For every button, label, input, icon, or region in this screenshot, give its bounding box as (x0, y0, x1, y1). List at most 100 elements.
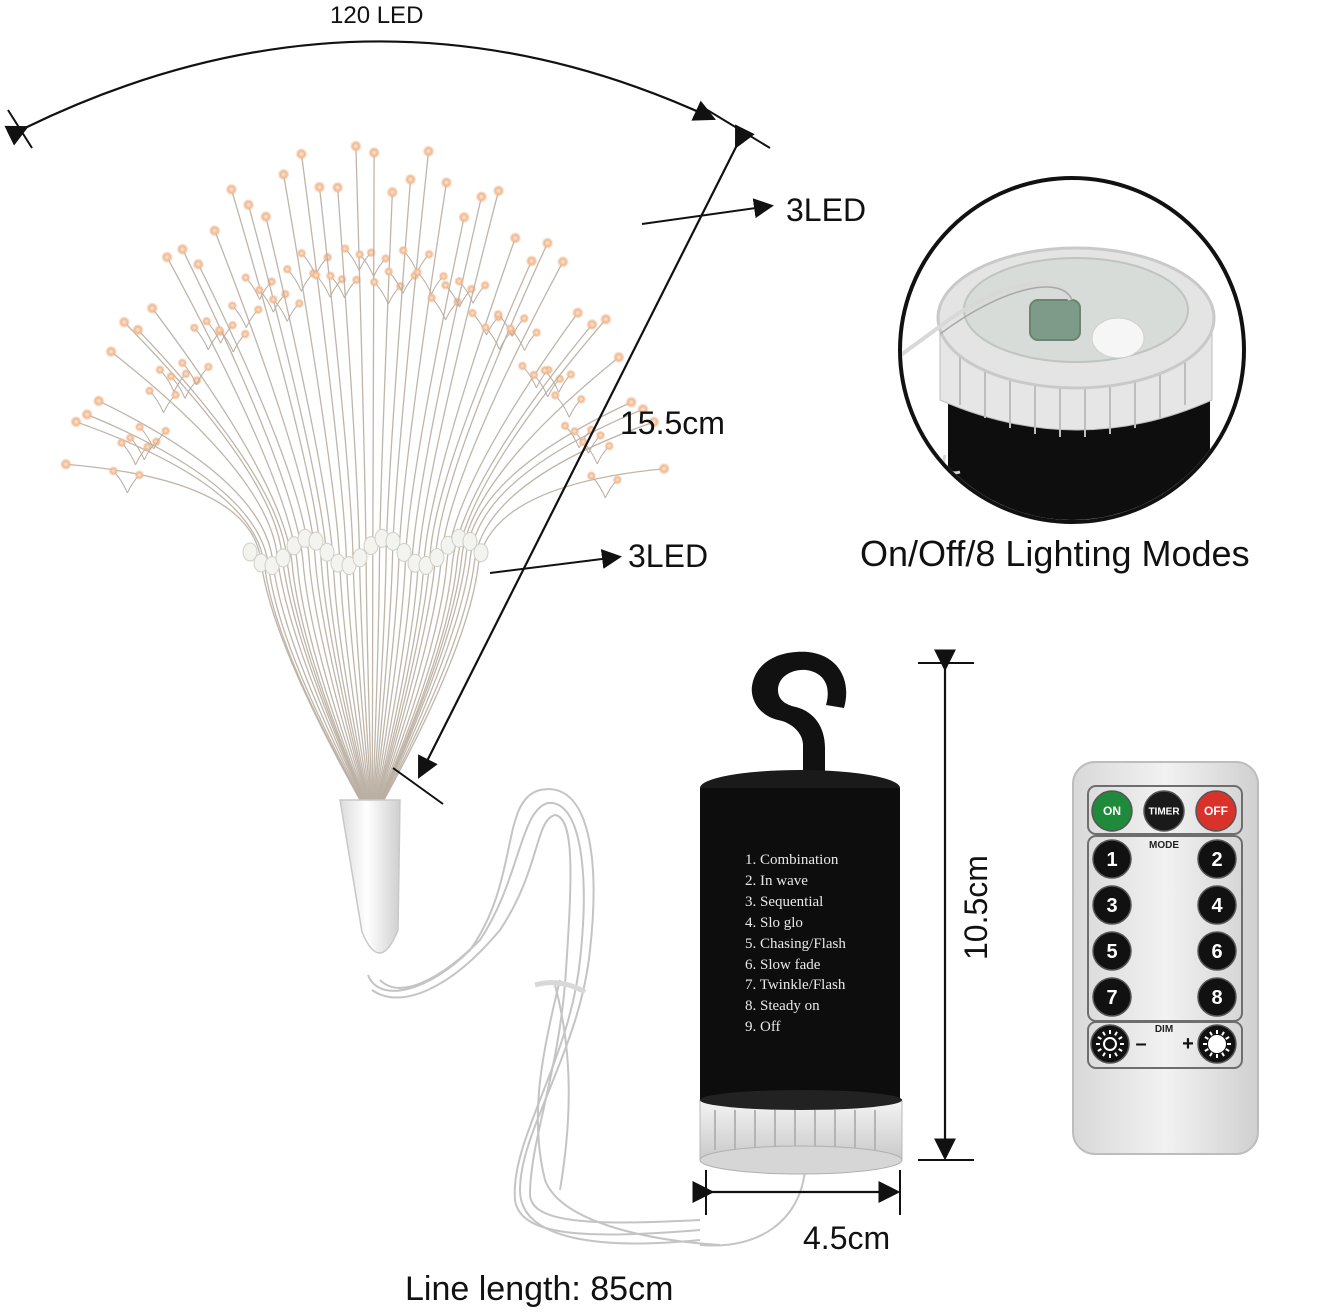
wire-strand (375, 190, 500, 801)
led-bulb (531, 327, 542, 338)
led-bulb (311, 270, 322, 281)
dim-plus-label: + (1182, 1033, 1194, 1055)
on-button-label: ON (1103, 804, 1121, 818)
led-count-label: 120 LED (330, 2, 424, 29)
led-bulb (192, 258, 205, 271)
led-bulb (313, 181, 326, 194)
led-bulb (560, 420, 571, 431)
mode-2-button[interactable] (1197, 839, 1237, 879)
led-bulb (208, 224, 221, 237)
strand-top-label: 3LED (786, 192, 867, 228)
led-bulb (294, 298, 305, 309)
led-bulb (116, 437, 127, 448)
led-bulb-clear (473, 543, 489, 563)
fan-height-label: 15.5cm (620, 405, 725, 441)
led-bulb (539, 365, 550, 376)
mode-7-button-label: 7 (1106, 987, 1117, 1009)
wire-strand (372, 179, 412, 801)
led-bulb (519, 313, 530, 324)
dim-down-button[interactable] (1090, 1024, 1130, 1064)
line-length-label: Line length: 85cm (405, 1270, 674, 1308)
led-bulb (242, 198, 255, 211)
led-bulb (181, 368, 192, 379)
battery-mode-item: 8. Steady on (745, 998, 820, 1015)
wire-strand (230, 189, 369, 801)
led-bulb (259, 210, 272, 223)
wire-strand (75, 421, 362, 801)
led-bulb (340, 243, 351, 254)
led-bulb-clear (242, 542, 258, 562)
mode-label: MODE (1149, 840, 1179, 851)
led-bulb (144, 385, 155, 396)
led-bulb (386, 186, 399, 199)
led-bulb (131, 323, 144, 336)
led-bulb (146, 302, 159, 315)
led-bulb (366, 247, 377, 258)
wire-strand (372, 192, 394, 801)
led-bulb-clear (396, 542, 412, 562)
led-bulb (282, 264, 293, 275)
battery-mode-item: 5. Chasing/Flash (745, 935, 846, 952)
led-bulb (59, 458, 72, 471)
led-bulb (454, 276, 465, 287)
led-bulb (201, 316, 212, 327)
led-bulb (517, 360, 528, 371)
led-bulb (565, 369, 576, 380)
led-bulb (161, 251, 174, 264)
mode-6-button[interactable] (1197, 931, 1237, 971)
led-bulb (525, 255, 538, 268)
callout-arrow-top (641, 198, 774, 225)
wire-strand (98, 400, 363, 801)
led-bulb (295, 147, 308, 160)
led-bulb (125, 432, 136, 443)
mode-3-button[interactable] (1092, 885, 1132, 925)
led-bulb (612, 474, 623, 485)
led-bulb (105, 345, 118, 358)
led-bulb (380, 253, 391, 264)
led-bulb (176, 243, 189, 256)
sun-large-icon (1203, 1030, 1231, 1058)
led-bulb (541, 237, 554, 250)
led-bulb (240, 329, 251, 340)
mode-8-button[interactable] (1197, 977, 1237, 1017)
sun-small-icon (1096, 1030, 1124, 1058)
wire-strand (151, 307, 365, 801)
led-bulb (404, 173, 417, 186)
led-bulb-clear (352, 548, 368, 568)
wire-strand (181, 248, 367, 801)
led-bulb (576, 394, 587, 405)
led-bulb (658, 462, 671, 475)
mode-7-button[interactable] (1092, 977, 1132, 1017)
led-bulb (337, 274, 348, 285)
wire-strand (166, 256, 366, 801)
led-bulb (254, 285, 265, 296)
controller-caption: On/Off/8 Lighting Modes (860, 533, 1250, 574)
mode-1-button[interactable] (1092, 839, 1132, 879)
led-bulb (214, 325, 225, 336)
led-bulb (368, 146, 381, 159)
timer-button[interactable] (1143, 790, 1185, 832)
led-bulb (480, 280, 491, 291)
mode-4-button[interactable] (1197, 885, 1237, 925)
led-bulb (438, 271, 449, 282)
off-button[interactable] (1195, 790, 1237, 832)
box-height-label: 10.5cm (958, 855, 994, 960)
led-bulb (369, 277, 380, 288)
led-bulb (108, 465, 119, 476)
led-bulb (277, 168, 290, 181)
battery-mode-item: 2. In wave (745, 872, 808, 889)
wire-strand (378, 261, 564, 801)
led-bulb (81, 408, 94, 421)
battery-mode-item: 4. Slo glo (745, 914, 803, 931)
on-button[interactable] (1091, 790, 1133, 832)
led-bulb (177, 357, 188, 368)
led-bulb (349, 140, 362, 153)
led-bulb-clear (275, 548, 291, 568)
mode-5-button[interactable] (1092, 931, 1132, 971)
wire-strand (197, 263, 367, 801)
led-bulb (383, 266, 394, 277)
dim-minus-label: – (1135, 1033, 1146, 1055)
led-bulb (227, 320, 238, 331)
